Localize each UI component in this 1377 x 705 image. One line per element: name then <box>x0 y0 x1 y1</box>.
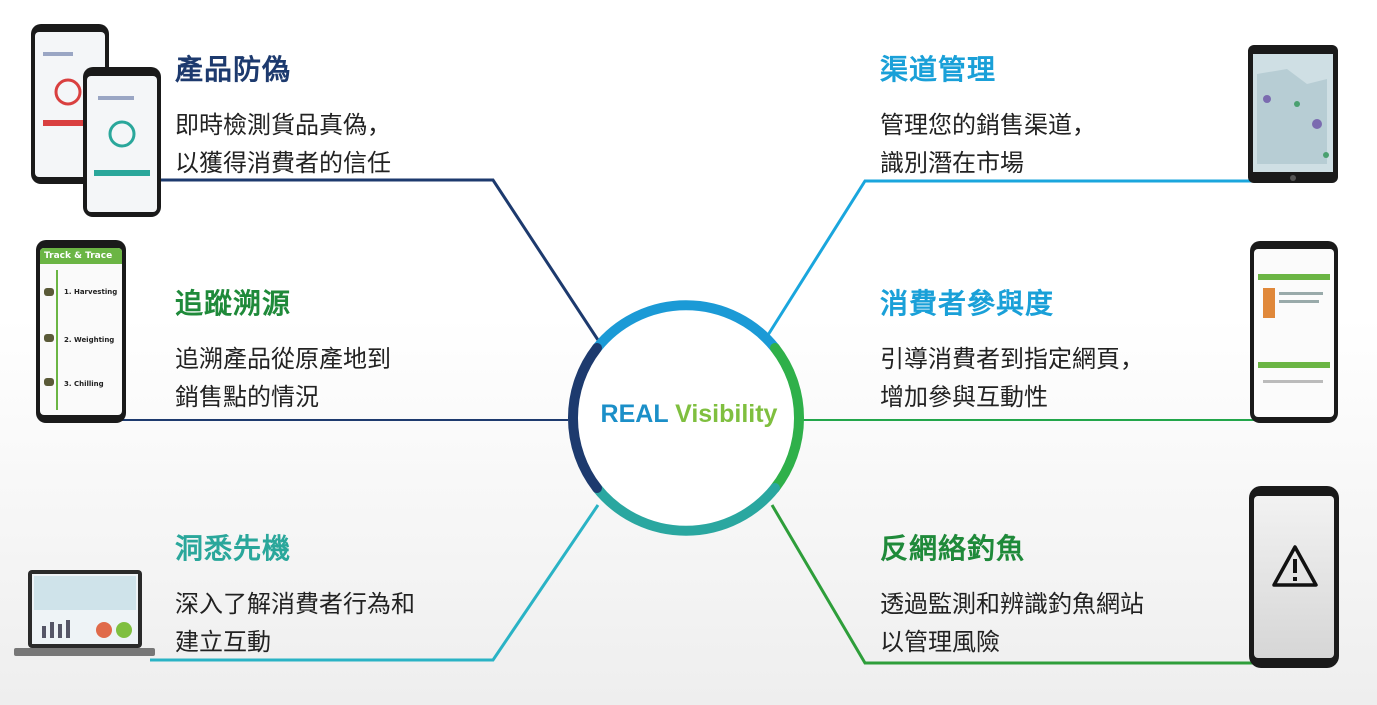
center-word-real: REAL <box>600 400 669 428</box>
topic-track-trace: 追蹤溯源 追溯產品從原產地到 銷售點的情況 <box>175 282 391 416</box>
topic-description: 透過監測和辨識釣魚網站 以管理風險 <box>880 590 1144 656</box>
ring-arc-left <box>568 343 602 493</box>
connector-line-anti-phishing <box>770 504 1258 665</box>
center-word-visibility: Visibility <box>675 400 778 428</box>
topic-title: 消費者參與度 <box>880 287 1055 320</box>
track-trace-step: 3. Chilling <box>64 380 104 388</box>
phones-illustration <box>31 24 161 217</box>
topic-channel-management: 渠道管理 管理您的銷售渠道， 識別潛在市場 <box>880 48 1096 182</box>
topic-title: 追蹤溯源 <box>175 287 292 320</box>
center-ring <box>572 304 800 532</box>
topic-description: 追溯產品從原產地到 銷售點的情況 <box>175 345 391 411</box>
phishing-phone <box>1249 486 1339 668</box>
engagement-phone <box>1250 241 1338 423</box>
topic-title: 洞悉先機 <box>175 532 292 565</box>
laptop-illustration <box>14 570 155 656</box>
topic-description: 管理您的銷售渠道， 識別潛在市場 <box>880 111 1096 177</box>
track-trace-step: 2. Weighting <box>64 336 115 344</box>
track-trace-phone: Track & Trace 1. Harvesting 2. Weighting… <box>36 240 126 423</box>
warning-icon <box>1272 545 1318 587</box>
ring-arc-top <box>592 300 780 353</box>
topic-description: 即時檢測貨品真偽， 以獲得消費者的信任 <box>175 111 391 177</box>
topic-insights: 洞悉先機 深入了解消費者行為和 建立互動 <box>175 527 415 661</box>
connector-line-channel <box>766 179 1258 336</box>
topic-title: 產品防偽 <box>175 53 292 86</box>
topic-anti-phishing: 反網絡釣魚 透過監測和辨識釣魚網站 以管理風險 <box>880 527 1144 661</box>
topic-description: 深入了解消費者行為和 建立互動 <box>175 590 415 656</box>
ring-arc-bottom <box>592 483 780 536</box>
topic-description: 引導消費者到指定網頁， 增加參與互動性 <box>880 345 1144 411</box>
topic-consumer-engagement: 消費者參與度 引導消費者到指定網頁， 增加參與互動性 <box>880 282 1144 416</box>
track-trace-header: Track & Trace <box>40 248 122 264</box>
center-label: REAL Visibility <box>584 400 794 429</box>
topic-anti-counterfeit: 產品防偽 即時檢測貨品真偽， 以獲得消費者的信任 <box>175 48 391 182</box>
tablet-illustration <box>1248 45 1338 183</box>
topic-title: 渠道管理 <box>880 53 997 86</box>
connector-line-anti-counterfeit <box>120 178 600 341</box>
connector-line-insights <box>150 504 600 662</box>
track-trace-step: 1. Harvesting <box>64 288 118 296</box>
ring-arc-right <box>770 343 804 493</box>
topic-title: 反網絡釣魚 <box>880 532 1026 565</box>
